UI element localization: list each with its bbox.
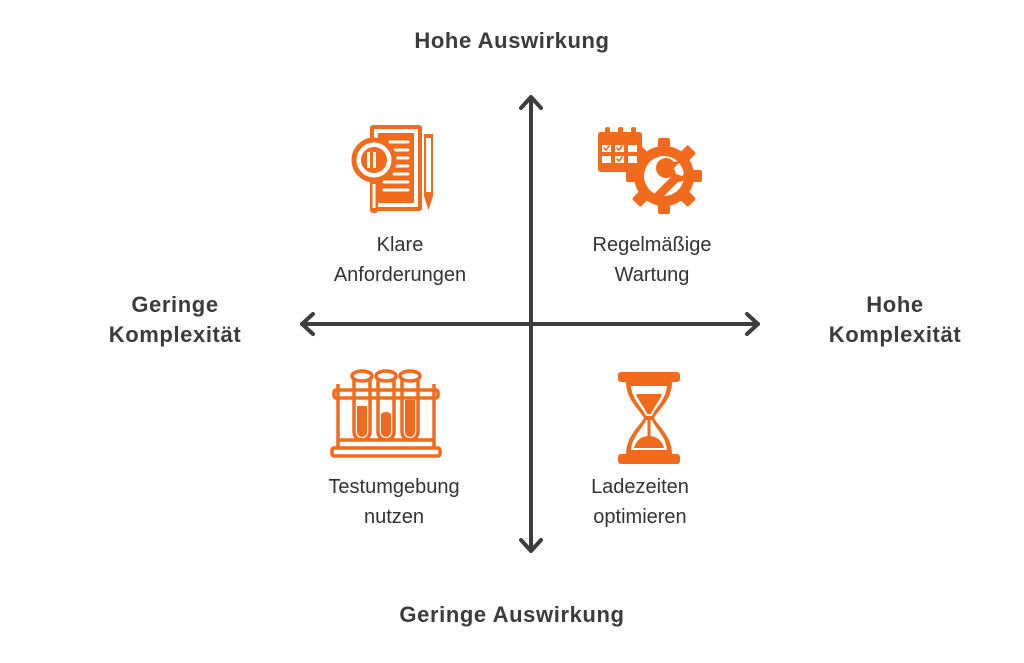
quadrant-label-top-right-line1: Regelmäßige	[592, 234, 712, 256]
quadrant-label-bottom-left-line1: Testumgebung	[328, 476, 460, 498]
axis-label-high-impact: Hohe Auswirkung	[414, 28, 610, 53]
quadrant-label-bottom-right: Ladezeiten optimieren	[520, 472, 760, 532]
horizontal-axis-arrow-right	[745, 312, 760, 336]
document-magnifier-icon	[351, 125, 433, 213]
quadrant-label-top-left-line2: Anforderungen	[333, 264, 467, 286]
vertical-axis-arrow-up	[519, 95, 543, 110]
horizontal-axis-arrow-left	[300, 312, 315, 336]
quadrant-label-bottom-left-line2: nutzen	[363, 506, 425, 528]
quadrant-label-bottom-left: Testumgebung nutzen	[274, 472, 514, 532]
axis-label-high-complexity-line1: Hohe	[866, 292, 924, 317]
quadrant-label-bottom-right-line2: optimieren	[593, 506, 687, 528]
quadrant-label-top-right-line2: Wartung	[614, 264, 690, 286]
test-tubes-icon	[330, 369, 442, 458]
vertical-axis-arrow-down	[519, 538, 543, 553]
axis-label-low-impact: Geringe Auswirkung	[399, 602, 625, 627]
axis-label-high-complexity: Hohe Komplexität	[790, 290, 1000, 350]
quadrant-label-bottom-right-line1: Ladezeiten	[591, 476, 689, 498]
quadrant-label-top-left: Klare Anforderungen	[280, 230, 520, 290]
axis-label-low-complexity: Geringe Komplexität	[70, 290, 280, 350]
quadrant-label-top-right: Regelmäßige Wartung	[532, 230, 772, 290]
axis-label-low-complexity-line2: Komplexität	[108, 322, 242, 347]
axis-label-low-complexity-line1: Geringe	[131, 292, 219, 317]
calendar-gear-wrench-icon	[598, 127, 702, 214]
quadrant-label-top-left-line1: Klare	[376, 234, 424, 256]
hourglass-icon	[618, 372, 680, 464]
axis-label-high-complexity-line2: Komplexität	[828, 322, 962, 347]
